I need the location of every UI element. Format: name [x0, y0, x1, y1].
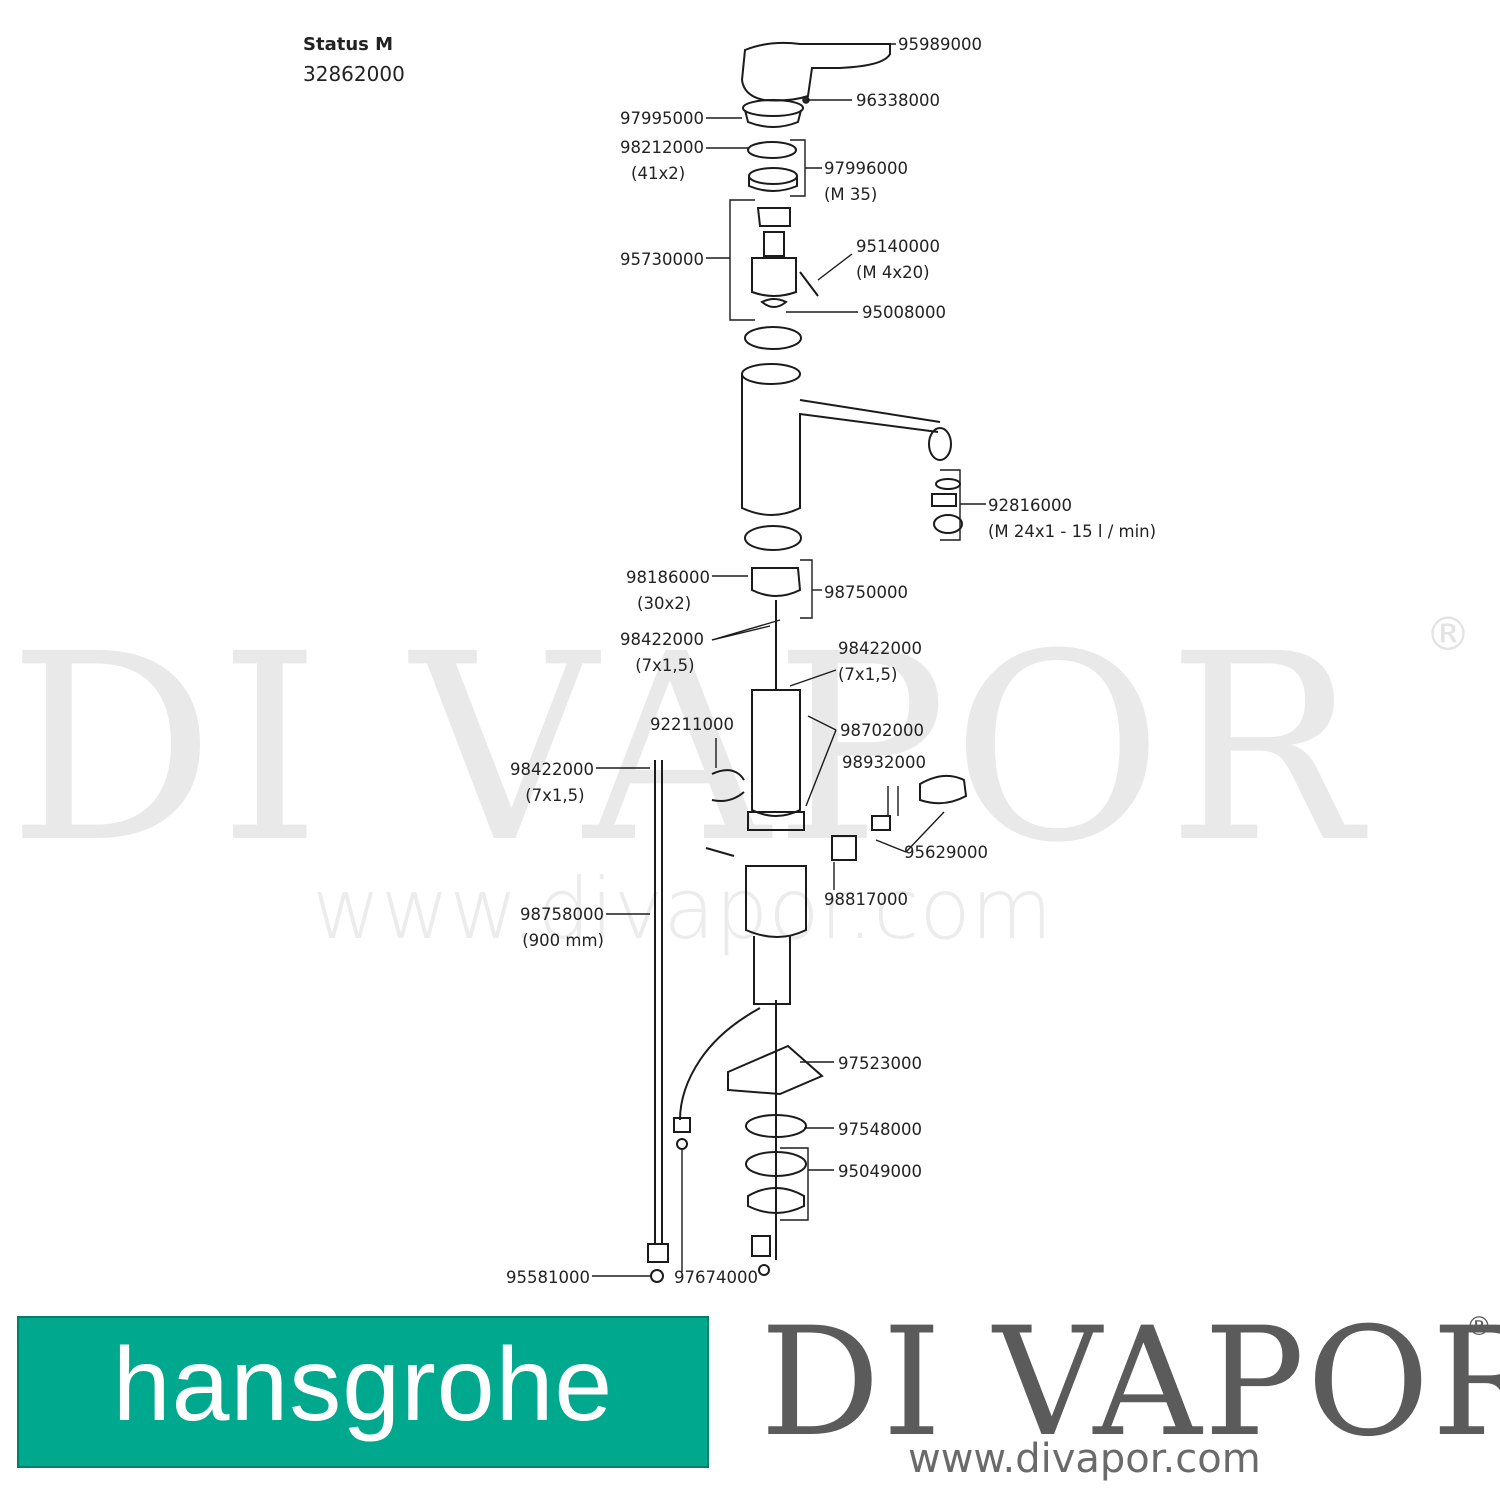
clip-part [711, 769, 745, 802]
watermark-brand: DI VAPOR [8, 599, 1369, 899]
part-number-label: 95008000 [862, 303, 946, 322]
divapor-registered-mark: ® [1466, 1312, 1492, 1342]
nut-m35-part [748, 167, 798, 185]
part-number-label: 95049000 [838, 1162, 922, 1181]
cartridge-part [751, 207, 797, 297]
bottom-nut-part [751, 1235, 771, 1257]
part-number-label: 97548000 [838, 1120, 922, 1139]
hose-tube-part [679, 1007, 761, 1121]
part-number-label: 97996000 [824, 159, 908, 178]
part-number-label: 98186000 [626, 568, 710, 587]
part-number-label: 95989000 [898, 35, 982, 54]
aerator-housing-part [933, 514, 963, 534]
part-number-label: 98932000 [842, 753, 926, 772]
part-spec-label: (M 35) [824, 185, 877, 204]
screw-m4x20-part [799, 271, 819, 297]
pin-part [705, 847, 735, 857]
faucet-drawing [647, 41, 968, 1283]
nut-m35-body [748, 176, 798, 192]
bottom-washer-part [758, 1264, 770, 1276]
lower-valve-body-part [745, 865, 807, 938]
hansgrohe-logo: hansgrohe [17, 1316, 709, 1468]
part-spec-label: (7x1,5) [525, 786, 584, 805]
handle-lever-part [740, 41, 891, 102]
watermark: DI VAPOR ® www.divapor.com [8, 599, 1471, 958]
part-spec-label: (41x2) [631, 164, 685, 183]
product-number: 32862000 [303, 62, 405, 86]
part-spec-label: (M 24x1 - 15 l / min) [988, 522, 1156, 541]
hose-connector-part [673, 1117, 691, 1133]
part-labels: 95989000 96338000 97995000 98212000 (41x2) 97… [506, 35, 1156, 1287]
part-number-label: 98422000 [510, 760, 594, 779]
part-number-label: 92211000 [650, 715, 734, 734]
divapor-brand: DI VAPOR [760, 1296, 1500, 1470]
part-number-label: 98758000 [520, 905, 604, 924]
aerator-insert-part [931, 493, 957, 507]
part-number-label: 92816000 [988, 496, 1072, 515]
part-number-label: 98422000 [838, 639, 922, 658]
part-number-label: 95730000 [620, 250, 704, 269]
watermark-url: www.divapor.com [312, 860, 1053, 958]
part-spec-label: (7x1,5) [838, 665, 897, 684]
part-spec-label: (900 mm) [522, 931, 604, 950]
body-base-o-ring-part [744, 525, 802, 551]
part-number-label: 97523000 [838, 1054, 922, 1073]
part-number-label: 98212000 [620, 138, 704, 157]
mounting-bracket-part [727, 1044, 824, 1096]
washer-2-part [745, 1151, 807, 1177]
small-washer-part [676, 1138, 688, 1150]
spout-end [928, 427, 952, 461]
side-cap-part [919, 774, 968, 805]
part-number-label: 96338000 [856, 91, 940, 110]
lock-nut-part [747, 1187, 805, 1214]
part-number-label: 95140000 [856, 237, 940, 256]
hansgrohe-logo-text: hansgrohe [112, 1327, 614, 1443]
diverter-seal-part [747, 811, 805, 831]
hose-nut-part [647, 1243, 669, 1263]
faucet-body-top [741, 363, 801, 385]
faucet-body-part [741, 374, 941, 516]
diverter-head-part [751, 567, 802, 597]
flex-hose-part [753, 936, 791, 1005]
part-spec-label: (7x1,5) [635, 656, 694, 675]
part-number-label: 97674000 [674, 1268, 758, 1287]
product-title: Status M [303, 34, 394, 55]
part-number-label: 95629000 [904, 843, 988, 862]
divapor-url: www.divapor.com [908, 1436, 1261, 1482]
part-number-label: 98750000 [824, 583, 908, 602]
part-spec-label: (M 4x20) [856, 263, 930, 282]
part-number-label: 97995000 [620, 109, 704, 128]
part-number-label: 98422000 [620, 630, 704, 649]
cap-ring-body [744, 109, 802, 128]
part-number-label: 98702000 [840, 721, 924, 740]
cap-ring-part [742, 99, 804, 117]
part-spec-label: (30x2) [637, 594, 691, 613]
part-number-label: 95581000 [506, 1268, 590, 1287]
side-screw-part [871, 815, 891, 831]
watermark-registered: ® [1425, 607, 1471, 661]
hose-washer-part [650, 1269, 664, 1283]
washer-part [745, 1114, 807, 1138]
aerator-ring-part [935, 478, 961, 490]
part-number-label: 98817000 [824, 890, 908, 909]
base-o-ring-part [744, 326, 802, 350]
o-ring-41x2-part [747, 141, 797, 159]
cartridge-seal [760, 298, 788, 308]
leader-lines [592, 43, 986, 1277]
side-valve-part [831, 835, 857, 861]
diverter-body-part [751, 689, 801, 817]
